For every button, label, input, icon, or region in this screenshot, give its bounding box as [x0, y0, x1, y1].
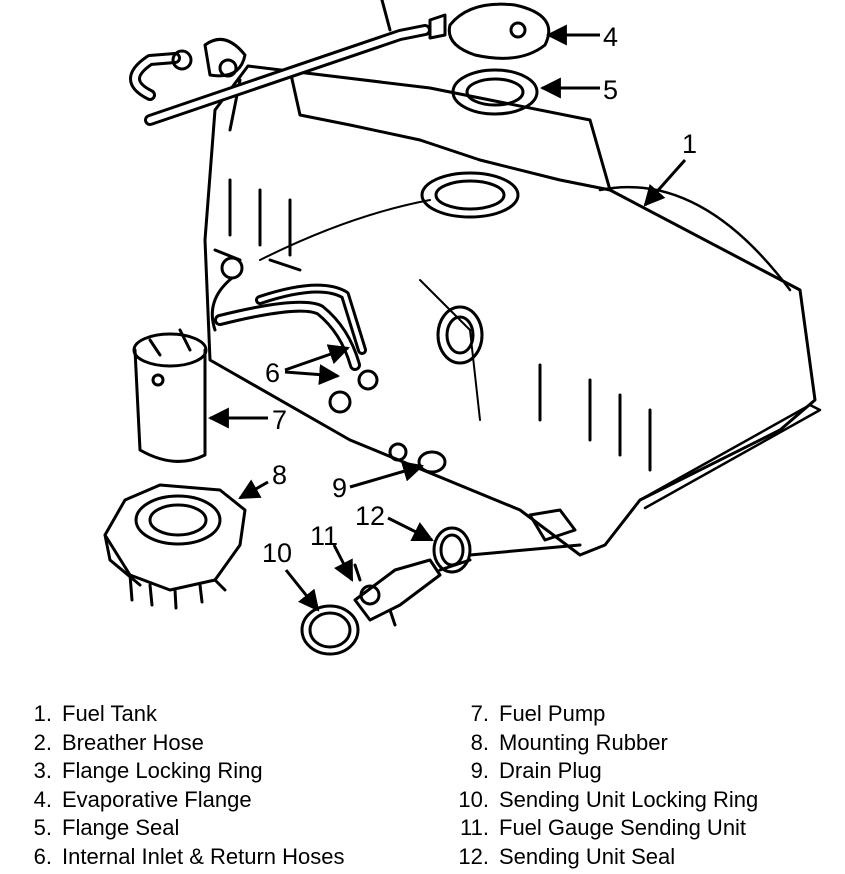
legend-number: 10.: [458, 786, 489, 812]
legend-label: Fuel Pump: [499, 701, 606, 726]
legend-number: 6.: [33, 843, 52, 869]
sending-unit-seal-drawing: [432, 508, 582, 574]
evaporative-flange-drawing: [428, 2, 551, 60]
legend-item: 4. Evaporative Flange: [10, 786, 344, 815]
internal-hoses-drawing: [210, 199, 431, 414]
callout-8: 8: [272, 460, 287, 490]
leader-line-6a: [284, 344, 350, 372]
legend-label: Evaporative Flange: [62, 786, 252, 812]
legend-number: 8.: [470, 729, 489, 755]
legend-item: 7. Fuel Pump: [445, 700, 758, 729]
legend-label: Fuel Tank: [62, 701, 157, 726]
callout-6: 6: [265, 358, 280, 388]
legend-right-column: 7. Fuel Pump 8. Mounting Rubber 9. Drain Pl…: [445, 700, 758, 871]
fuel-tank-exploded-diagram: 1 4 5 6 7 8 9 10 11 12: [103, 0, 822, 656]
callout-11: 11: [310, 521, 338, 551]
legend-item: 5. Flange Seal: [10, 814, 344, 843]
leader-line-11: [332, 544, 354, 582]
legend-number: 11.: [460, 815, 489, 840]
legend-label: Drain Plug: [499, 758, 602, 783]
legend-label: Breather Hose: [62, 729, 204, 755]
legend-label: Sending Unit Seal: [499, 843, 676, 869]
breather-hose-drawing: [129, 0, 431, 126]
legend-label: Internal Inlet & Return Hoses: [62, 843, 345, 869]
legend-label: Flange Seal: [62, 815, 180, 840]
legend-label: Fuel Gauge Sending Unit: [499, 815, 747, 840]
legend-number: 12.: [458, 843, 489, 869]
legend-item: 3. Flange Locking Ring: [10, 757, 344, 786]
legend-number: 2.: [33, 729, 52, 755]
mounting-rubber-drawing: [103, 483, 247, 610]
legend-item: 1. Fuel Tank: [10, 700, 344, 729]
callout-10: 10: [262, 538, 292, 568]
legend-number: 9.: [470, 758, 489, 783]
legend-label: Mounting Rubber: [499, 729, 668, 755]
leader-line-1: [643, 159, 687, 207]
legend-item: 8. Mounting Rubber: [445, 729, 758, 758]
legend-item: 12. Sending Unit Seal: [445, 843, 758, 872]
callout-7: 7: [272, 405, 287, 435]
legend-label: Sending Unit Locking Ring: [499, 786, 759, 812]
legend-item: 2. Breather Hose: [10, 729, 344, 758]
callout-1: 1: [682, 129, 697, 159]
leader-line-8: [238, 479, 269, 500]
fuel-tank-drawing: [203, 64, 822, 557]
legend-number: 7.: [470, 701, 489, 726]
legend-number: 1.: [33, 701, 52, 726]
callout-4: 4: [603, 22, 618, 52]
fuel-pump-drawing: [132, 328, 208, 463]
locking-ring-drawing: [300, 604, 360, 656]
callout-12: 12: [355, 501, 385, 531]
legend-item: 11. Fuel Gauge Sending Unit: [445, 814, 758, 843]
legend-item: 9. Drain Plug: [445, 757, 758, 786]
sending-unit-drawing: [353, 558, 472, 627]
callout-9: 9: [332, 473, 347, 503]
leader-line-6b: [284, 364, 341, 386]
callout-5: 5: [603, 75, 618, 105]
flange-seal-drawing: [451, 68, 539, 116]
legend-item: 10. Sending Unit Locking Ring: [445, 786, 758, 815]
legend-label: Flange Locking Ring: [62, 758, 263, 783]
leader-line-12: [387, 516, 434, 542]
legend-number: 4.: [33, 786, 52, 812]
legend-left-column: 1. Fuel Tank 2. Breather Hose 3. Flange Loc…: [10, 700, 345, 872]
leader-line-9: [349, 461, 425, 489]
legend-item: 6. Internal Inlet & Return Hoses: [10, 843, 345, 872]
legend-number: 5.: [33, 815, 52, 840]
leader-line-10: [284, 569, 320, 612]
legend-number: 3.: [33, 758, 52, 783]
